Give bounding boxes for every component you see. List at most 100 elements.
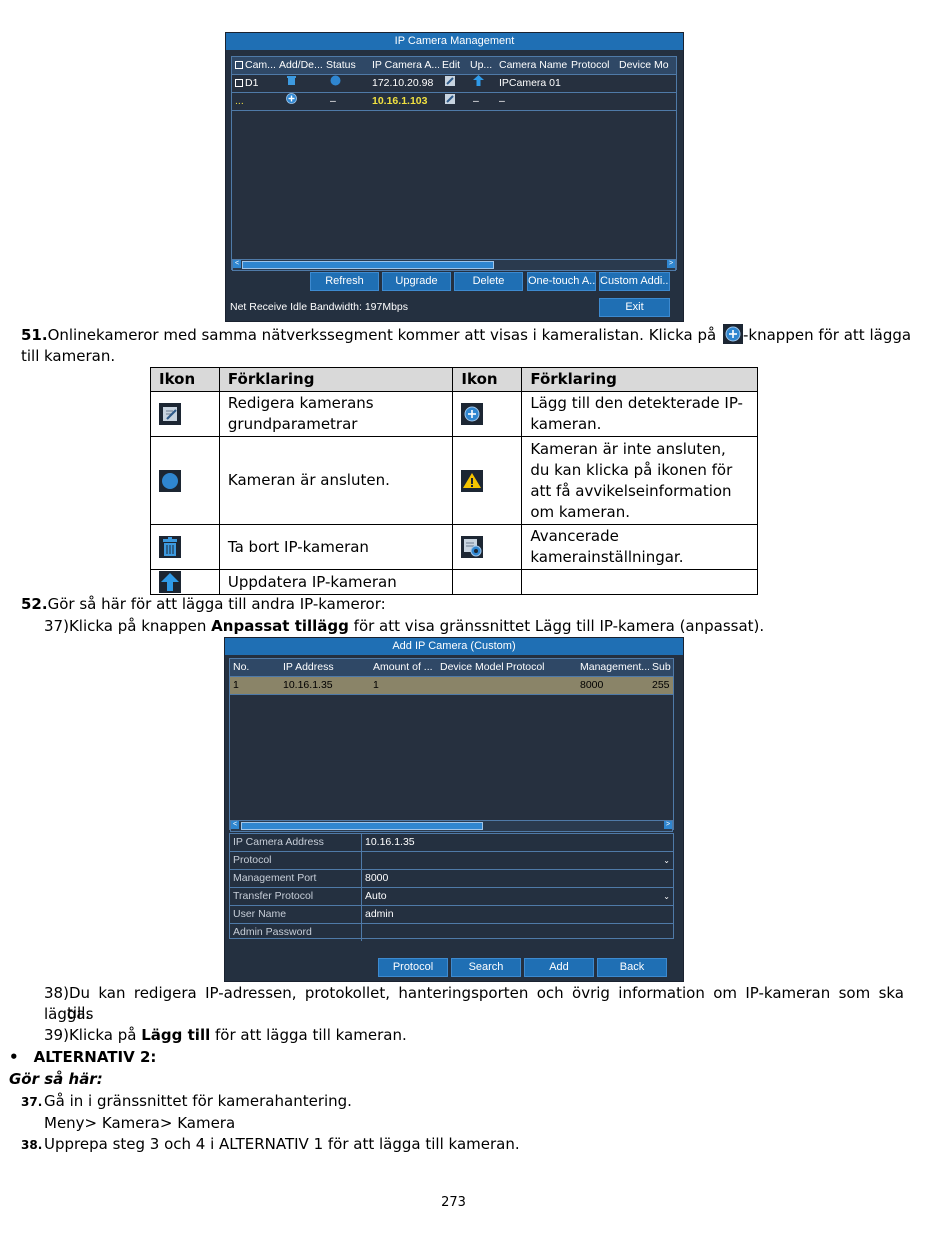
list-header: No. IP Address Amount of ... Device Mode… — [230, 659, 673, 677]
transfer-protocol-value: Auto — [365, 890, 387, 902]
horizontal-scrollbar[interactable]: < > — [232, 259, 676, 271]
panel-title: Add IP Camera (Custom) — [225, 638, 683, 655]
table-header: Ikon Förklaring Ikon Förklaring — [150, 367, 758, 392]
protocol-select[interactable]: ⌄ — [362, 852, 673, 869]
add-camera-icon — [461, 403, 484, 425]
table-row: Uppdatera IP-kameran — [150, 569, 758, 595]
field-label: IP Camera Address — [230, 834, 362, 851]
explanation-text: Redigera kamerans grundparametrar — [218, 391, 454, 437]
ip-camera-management-panel: IP Camera Management Cam... Add/De... St… — [225, 32, 684, 322]
col-amount: Amount of ... — [373, 661, 433, 673]
step-37b: 37. — [21, 1091, 42, 1113]
step-number: 38. — [21, 1138, 43, 1152]
bullet: • — [9, 1048, 19, 1066]
upgrade-icon[interactable] — [467, 75, 496, 92]
add-button[interactable]: Add — [524, 958, 594, 977]
field-label: Management Port — [230, 870, 362, 887]
explanation-text: Kameran är inte ansluten, du kan klicka … — [521, 436, 758, 525]
scroll-left-icon[interactable]: < — [231, 821, 239, 829]
step-38: 38)Du kan redigera IP-adressen, protokol… — [44, 983, 904, 1025]
section-subtitle: Gör så här: — [9, 1070, 103, 1088]
step-number: 52. — [21, 595, 48, 613]
panel-title: IP Camera Management — [226, 33, 683, 50]
table-row[interactable]: 1 10.16.1.35 1 8000 255 — [230, 677, 673, 695]
trash-icon[interactable] — [276, 75, 323, 92]
col-cam[interactable]: Cam... — [232, 57, 276, 74]
refresh-button[interactable]: Refresh — [310, 272, 379, 291]
scroll-right-icon[interactable]: > — [667, 260, 675, 268]
step-37b-text: Gå in i gränssnittet för kamerahantering… — [44, 1092, 352, 1110]
add-ip-camera-custom-panel: Add IP Camera (Custom) No. IP Address Am… — [224, 637, 684, 982]
step-number: 38) — [44, 984, 69, 1002]
col-camera-name: Camera Name — [499, 59, 568, 71]
upgrade-button[interactable]: Upgrade — [382, 272, 451, 291]
trash-icon — [159, 536, 181, 558]
table-row: Redigera kamerans grundparametrar Lägg t… — [150, 391, 758, 437]
scroll-thumb[interactable] — [241, 822, 483, 830]
header-explanation: Förklaring — [218, 367, 454, 392]
row-amount: 1 — [373, 679, 379, 691]
transfer-protocol-select[interactable]: Auto ⌄ — [362, 888, 673, 905]
step-51: 51.Onlinekameror med samma nätverkssegme… — [21, 324, 921, 367]
custom-adding-button[interactable]: Custom Addi... — [599, 272, 670, 291]
exit-button[interactable]: Exit — [599, 298, 670, 317]
advanced-settings-icon — [461, 536, 484, 558]
add-camera-icon[interactable] — [276, 93, 323, 110]
user-name-field[interactable]: admin — [365, 908, 394, 920]
explanation-text: Lägg till den detekterade IP-kameran. — [521, 391, 758, 437]
row-checkbox[interactable] — [235, 79, 243, 87]
step-number: 51. — [21, 326, 48, 344]
chevron-down-icon[interactable]: ⌄ — [663, 856, 670, 865]
table-row: Ta bort IP-kameran Avancerade kamerainst… — [150, 524, 758, 570]
page-number: 273 — [441, 1195, 466, 1210]
delete-button[interactable]: Delete — [454, 272, 523, 291]
edit-icon[interactable] — [439, 93, 467, 110]
bold-term: Lägg till — [141, 1026, 211, 1044]
step-38b: 38. — [21, 1134, 42, 1156]
step-number: 37. — [21, 1095, 43, 1109]
step-37: 37)Klicka på knappen Anpassat tillägg fö… — [44, 616, 764, 637]
col-no: No. — [233, 661, 250, 673]
step-51-line2: kameran. — [44, 347, 116, 365]
management-port-field[interactable]: 8000 — [365, 872, 389, 884]
ip-address-field[interactable]: 10.16.1.35 — [365, 836, 415, 848]
col-ip: IP Address — [283, 661, 334, 673]
section-title: ALTERNATIV 2: — [33, 1048, 157, 1066]
bandwidth-text: Net Receive Idle Bandwidth: 197Mbps — [230, 301, 409, 313]
camera-list: Cam... Add/De... Status IP Camera A... E… — [231, 56, 677, 270]
search-button[interactable]: Search — [451, 958, 521, 977]
col-management-port: Management... — [580, 661, 649, 673]
row-sub: 255 — [652, 679, 670, 691]
edit-icon[interactable] — [439, 75, 467, 92]
camera-search-list: No. IP Address Amount of ... Device Mode… — [229, 658, 674, 830]
form-row-protocol: Protocol⌄ — [230, 852, 673, 870]
back-button[interactable]: Back — [597, 958, 667, 977]
explanation-text: Kameran är ansluten. — [218, 436, 454, 525]
table-row: Kameran är ansluten. Kameran är inte ans… — [150, 436, 758, 525]
explanation-text: Avancerade kamerainställningar. — [521, 524, 758, 570]
table-row[interactable]: D1 172.10.20.98 IPCamera 01 — [232, 75, 676, 93]
alt2-subtitle: Gör så här: — [9, 1069, 103, 1090]
row-ip: 10.16.1.35 — [283, 679, 333, 691]
status-text: – — [330, 95, 336, 107]
scroll-right-icon[interactable]: > — [664, 821, 672, 829]
scroll-left-icon[interactable]: < — [233, 260, 241, 268]
add-camera-icon — [723, 324, 743, 344]
col-status: Status — [326, 59, 356, 71]
one-touch-add-button[interactable]: One-touch A... — [527, 272, 596, 291]
explanation-text: Uppdatera IP-kameran — [218, 569, 454, 595]
step-39: 39)Klicka på Lägg till för att lägga til… — [44, 1025, 407, 1046]
protocol-button[interactable]: Protocol — [378, 958, 448, 977]
select-all-checkbox[interactable] — [235, 61, 243, 69]
row-port: 8000 — [580, 679, 604, 691]
scroll-thumb[interactable] — [242, 261, 494, 269]
admin-password-field[interactable] — [362, 924, 673, 941]
col-device-model: Device Mo — [619, 59, 669, 71]
chevron-down-icon[interactable]: ⌄ — [663, 892, 670, 901]
table-row[interactable]: ... – 10.16.1.103 – – — [232, 93, 676, 111]
field-label: User Name — [230, 906, 362, 923]
horizontal-scrollbar[interactable]: < > — [230, 820, 673, 832]
step-text: för att visa gränssnittet Lägg till IP-k… — [348, 617, 765, 635]
